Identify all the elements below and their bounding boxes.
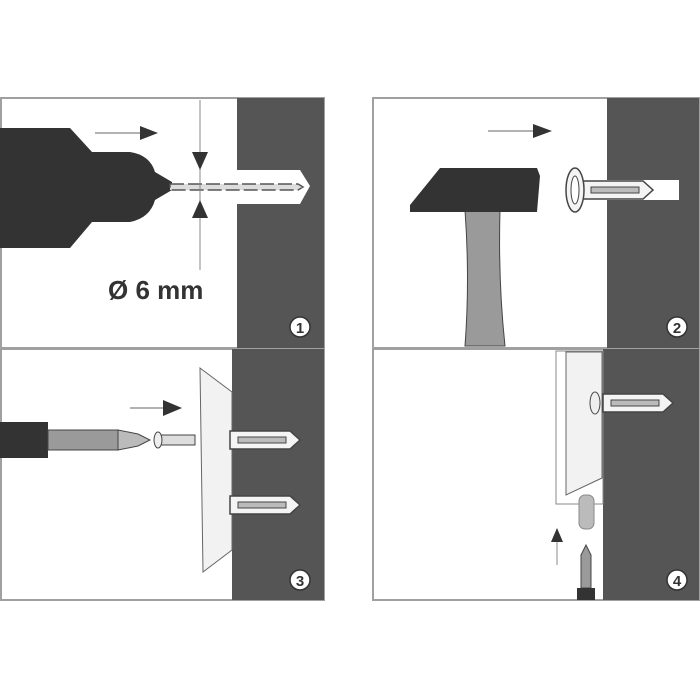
wall: [237, 98, 324, 348]
screwdriver-icon: [577, 543, 595, 600]
step-number-badge: [289, 569, 311, 591]
screwdriver-icon: [0, 422, 152, 458]
diameter-dimension-arrows: [192, 100, 208, 270]
step-4-panel: 4: [372, 348, 700, 601]
step-number: 2: [673, 320, 681, 337]
wall-plug: [565, 167, 654, 213]
screw: [153, 431, 196, 449]
step-number: 4: [673, 573, 682, 590]
drill-bit: [169, 183, 305, 191]
wall: [603, 349, 699, 600]
step-2-panel: 2: [372, 97, 700, 349]
step-number-badge: [666, 316, 688, 338]
step-number: 1: [296, 320, 304, 337]
mounting-plate: [199, 366, 233, 573]
direction-arrow-icon: [488, 124, 552, 138]
direction-arrow-icon: [551, 528, 563, 565]
step-number-badge: [666, 569, 688, 591]
screwed-wall-plug: [589, 391, 674, 415]
step-number: 3: [296, 573, 304, 590]
step-number-badge: [289, 316, 311, 338]
wall-plug: [229, 430, 301, 450]
wall: [607, 98, 699, 348]
cover-cap: [578, 494, 595, 530]
drill-diameter-label: Ø 6 mm: [108, 275, 203, 305]
direction-arrow-icon: [95, 126, 158, 140]
wall-plug: [229, 495, 301, 515]
drill-icon: [0, 128, 172, 248]
wall: [232, 349, 324, 600]
mounting-plate: [565, 351, 603, 496]
direction-arrow-icon: [130, 400, 182, 416]
hammer-icon: [410, 168, 540, 347]
step-1-panel: Ø 6 mm 1: [0, 97, 325, 349]
step-3-panel: 3: [0, 348, 325, 601]
